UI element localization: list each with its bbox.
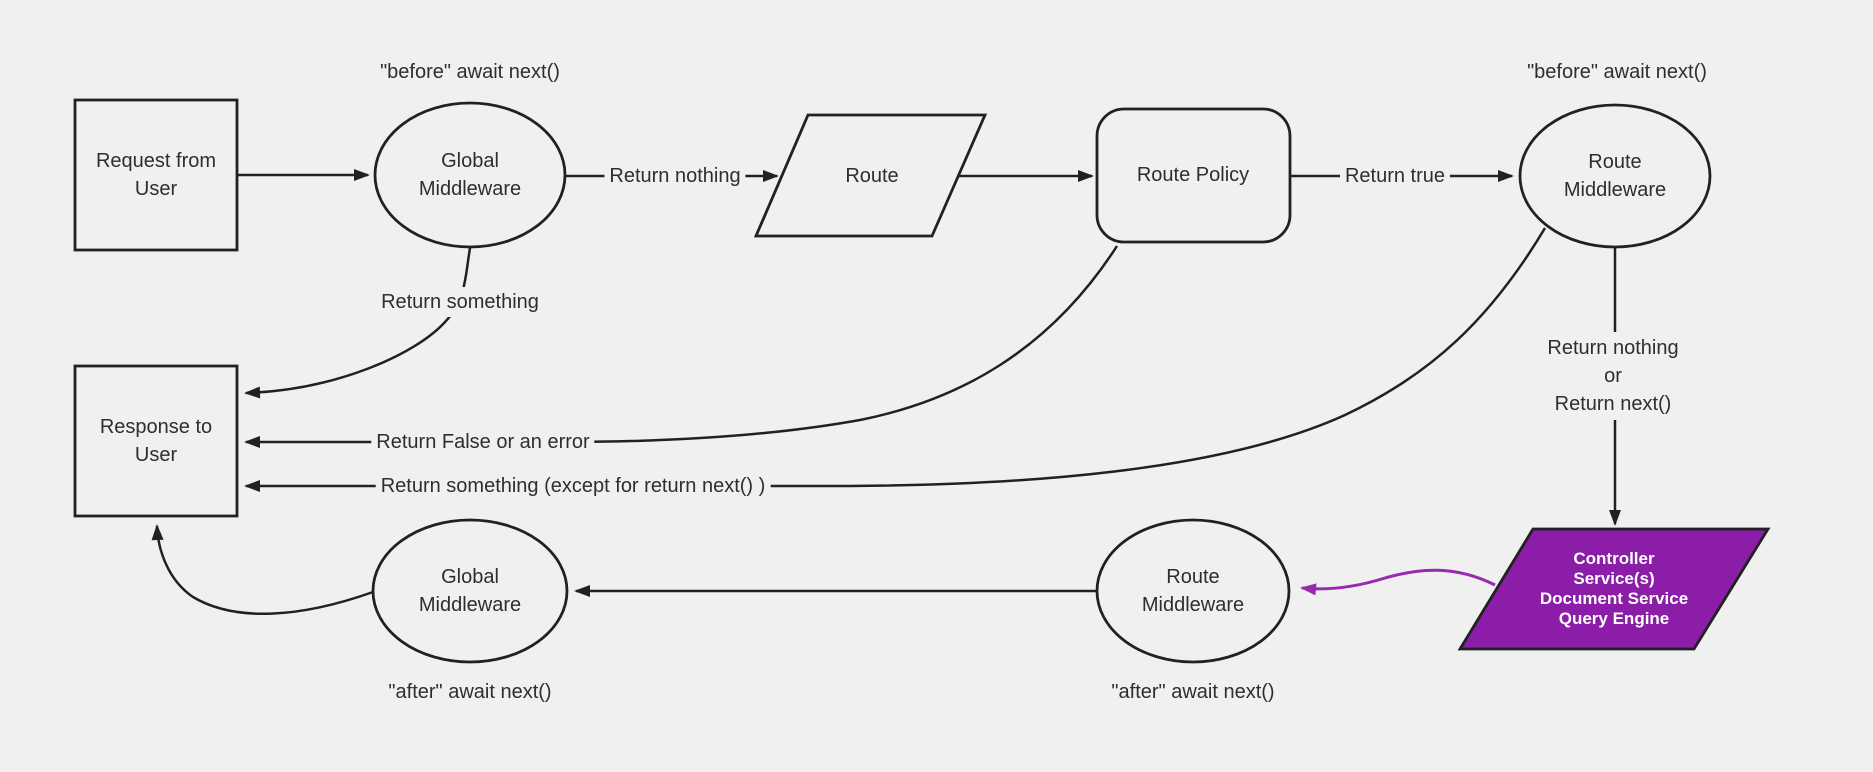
global-middleware-top-shape [373, 101, 567, 249]
global-middleware-bottom-shape [371, 518, 569, 664]
route-middleware-top-shape [1518, 103, 1712, 249]
edge-globalbottom-to-response [151, 524, 374, 615]
route-middleware-bottom-shape [1095, 518, 1291, 664]
edge-policy-to-response [244, 245, 1119, 448]
edge-global-to-response [244, 247, 472, 399]
request-node-shape [73, 98, 239, 252]
route-node-shape [753, 113, 988, 238]
response-node-shape [73, 364, 239, 518]
edge-controller-to-routemwbottom [1300, 568, 1496, 596]
edge-routemw-to-response [244, 227, 1547, 492]
controller-node-shape [1457, 527, 1771, 651]
route-policy-shape [1095, 107, 1292, 244]
